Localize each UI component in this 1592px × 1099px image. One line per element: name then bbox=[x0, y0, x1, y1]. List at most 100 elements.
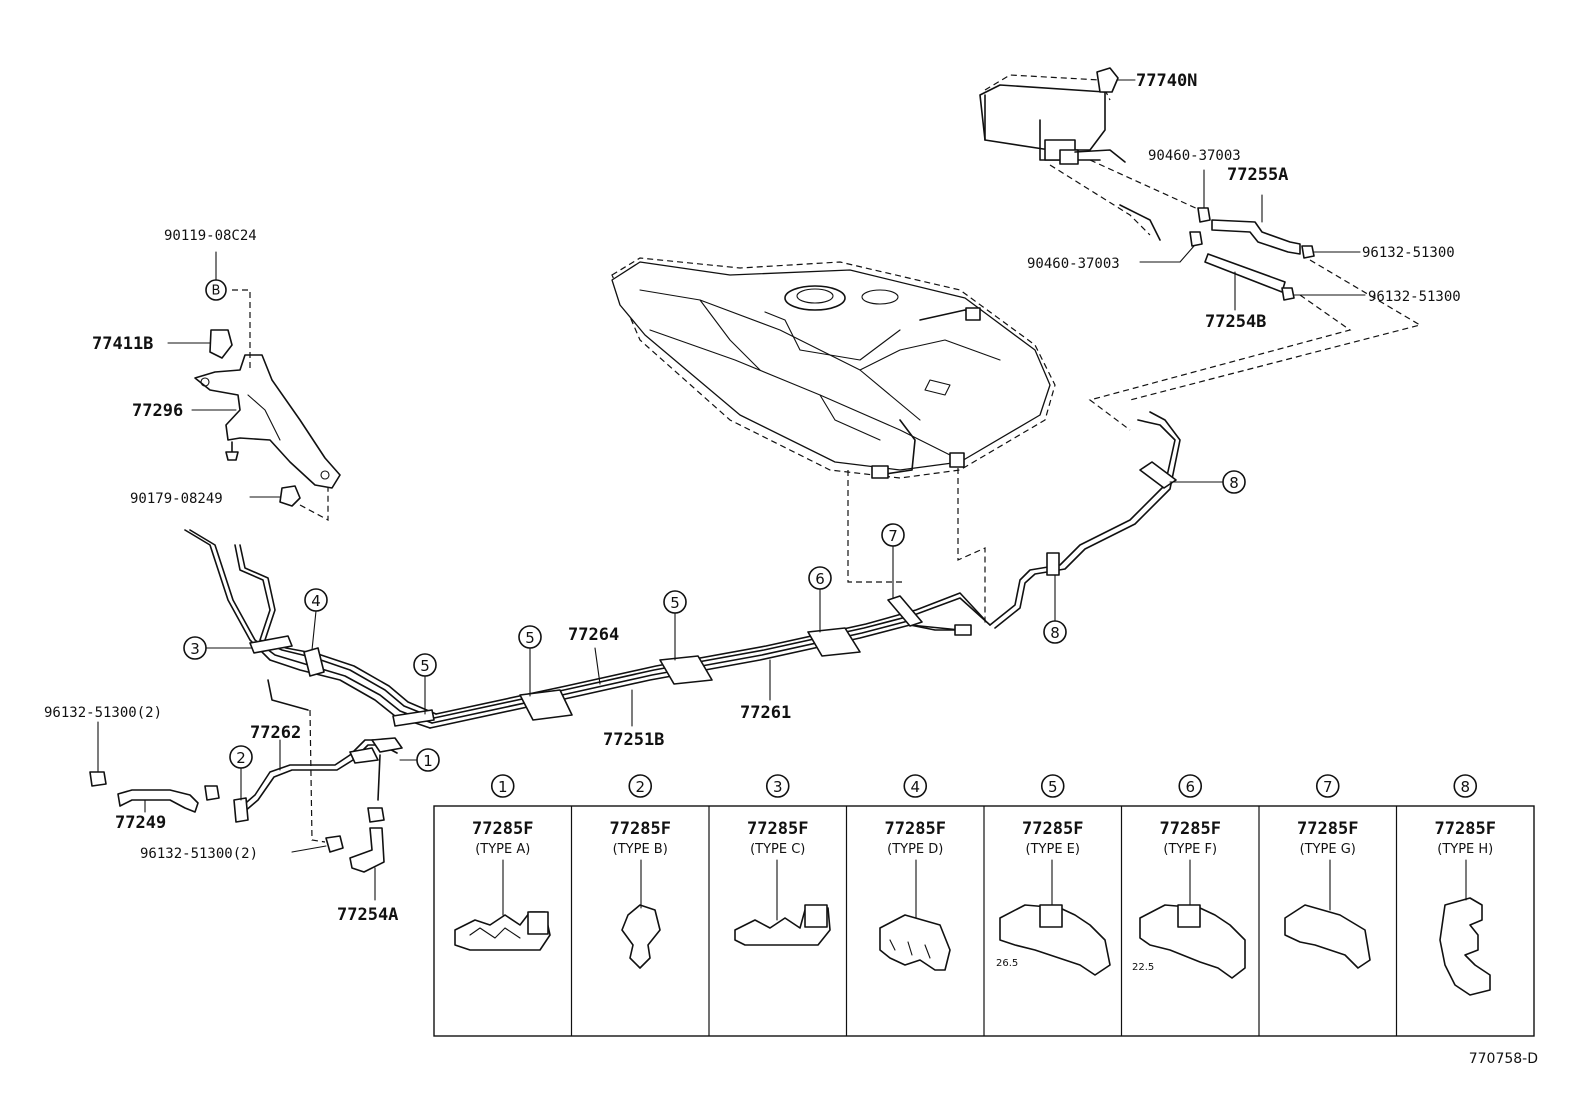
clamp-marker-4 bbox=[303, 647, 325, 677]
clamp-index-circle bbox=[490, 774, 515, 798]
clamp-type-b-illustration bbox=[621, 859, 661, 969]
clamp-type-f-illustration bbox=[1139, 859, 1246, 979]
label-96132-51300-2-upper: 96132-51300(2) bbox=[44, 705, 162, 721]
clamp-part-number: 77285F bbox=[1435, 819, 1496, 839]
clamp-index-circle bbox=[1315, 774, 1340, 798]
clamp-type-d-illustration bbox=[879, 859, 951, 971]
routing-leader-canister bbox=[1088, 294, 1352, 431]
callout-b: B bbox=[212, 284, 221, 299]
callout-4-group: 4 bbox=[304, 588, 328, 651]
callout-4: 4 bbox=[311, 592, 321, 610]
clip-77740n bbox=[1096, 67, 1136, 93]
clamp-index: 4 bbox=[910, 778, 920, 796]
clamp-index: 6 bbox=[1185, 778, 1195, 796]
clamp-table-cell: 2 77285F (TYPE B) bbox=[570, 774, 671, 1036]
label-90460-37003-upper: 90460-37003 bbox=[1148, 148, 1241, 164]
hose-77249 bbox=[117, 789, 199, 813]
clamp-type-label: (TYPE C) bbox=[750, 842, 805, 857]
callout-5b-group: 5 bbox=[518, 625, 542, 697]
clamp-part-number: 77285F bbox=[610, 819, 671, 839]
callout-5c-group: 5 bbox=[663, 590, 687, 661]
callout-7: 7 bbox=[888, 527, 898, 545]
clamp-table-cell: 5 77285F (TYPE E) bbox=[983, 774, 1083, 1036]
bracket-77296 bbox=[194, 354, 341, 489]
callout-8b: 8 bbox=[1050, 624, 1060, 642]
clamp-marker-8-lower bbox=[1046, 552, 1060, 576]
clip-96132-b bbox=[1281, 287, 1366, 301]
callout-8b-group: 8 bbox=[1043, 574, 1067, 644]
callout-6-group: 6 bbox=[808, 566, 832, 633]
tank-connection-leader bbox=[847, 470, 905, 583]
clamp-part-number: 77285F bbox=[1022, 819, 1083, 839]
clamp-marker-8-upper bbox=[1139, 461, 1177, 489]
label-90119-08c24: 90119-08C24 bbox=[164, 228, 257, 244]
clamp-index: 1 bbox=[498, 778, 508, 796]
dimension-type-f: 22.5 bbox=[1132, 962, 1154, 973]
bracket-leader bbox=[232, 289, 251, 370]
callout-6: 6 bbox=[815, 570, 825, 588]
clip-lower-clamp bbox=[367, 807, 385, 823]
clamp-marker-5-mid bbox=[519, 689, 573, 721]
label-77249: 77249 bbox=[115, 813, 166, 833]
label-96132-51300-lower: 96132-51300 bbox=[1368, 289, 1461, 305]
label-96132-51300-2-lower: 96132-51300(2) bbox=[140, 846, 258, 862]
clamp-type-label: (TYPE E) bbox=[1026, 842, 1080, 857]
clamp-index: 2 bbox=[635, 778, 645, 796]
charcoal-canister bbox=[979, 74, 1201, 241]
clip-96132-c bbox=[89, 721, 107, 787]
clamp-index-circle bbox=[1453, 774, 1478, 798]
tank-connection-leader-2 bbox=[957, 468, 986, 625]
label-90460-37003-lower: 90460-37003 bbox=[1027, 256, 1120, 272]
diagram-reference: 770758-D bbox=[1469, 1051, 1538, 1067]
clamp-type-h-illustration bbox=[1439, 859, 1491, 996]
clamp-type-label: (TYPE B) bbox=[613, 842, 668, 857]
callout-5a: 5 bbox=[420, 657, 430, 675]
nut-90179 bbox=[249, 485, 301, 507]
leader-77264 bbox=[594, 647, 601, 685]
clamp-marker-5-right bbox=[659, 655, 713, 685]
clamp-marker-7 bbox=[887, 595, 923, 627]
label-77411b: 77411B bbox=[92, 334, 153, 354]
clamp-type-a-illustration bbox=[454, 859, 551, 951]
callout-7-group: 7 bbox=[881, 523, 905, 599]
clamp-type-label: (TYPE F) bbox=[1163, 842, 1217, 857]
clamp-90460-a bbox=[1197, 169, 1211, 223]
clamp-type-label: (TYPE A) bbox=[475, 842, 530, 857]
clamp-index: 7 bbox=[1323, 778, 1333, 796]
callout-2-group: 2 bbox=[229, 745, 253, 801]
clip-96132-pair-left bbox=[204, 785, 220, 801]
clamp-part-number: 77285F bbox=[885, 819, 946, 839]
clamp-90460-b bbox=[1139, 231, 1203, 263]
dimension-type-e: 26.5 bbox=[996, 958, 1018, 969]
label-77251b: 77251B bbox=[603, 730, 664, 750]
callout-b-circle bbox=[205, 279, 227, 301]
label-90179-08249: 90179-08249 bbox=[130, 491, 223, 507]
clamp-marker-3 bbox=[249, 635, 293, 654]
routing-leader-canister-2 bbox=[1129, 259, 1422, 401]
callout-1-group: 1 bbox=[399, 748, 440, 772]
callout-2: 2 bbox=[236, 749, 246, 767]
clamp-type-label: (TYPE G) bbox=[1300, 842, 1356, 857]
clamp-index: 8 bbox=[1460, 778, 1470, 796]
clamp-index: 5 bbox=[1048, 778, 1058, 796]
clamp-index-circle bbox=[903, 774, 928, 798]
clamp-index: 3 bbox=[773, 778, 783, 796]
hose-77254b bbox=[1204, 253, 1286, 311]
label-77264: 77264 bbox=[568, 625, 619, 645]
hose-77255a bbox=[1211, 194, 1301, 255]
callout-5b: 5 bbox=[525, 629, 535, 647]
clamp-marker-6 bbox=[807, 627, 861, 657]
callout-8a-group: 8 bbox=[1169, 470, 1246, 494]
callout-3-group: 3 bbox=[183, 636, 253, 660]
clamp-marker-5-left bbox=[392, 709, 435, 727]
label-77254b: 77254B bbox=[1205, 312, 1266, 332]
label-77255a: 77255A bbox=[1227, 165, 1288, 185]
bracket-leader-2 bbox=[299, 488, 329, 522]
label-96132-51300-upper: 96132-51300 bbox=[1362, 245, 1455, 261]
